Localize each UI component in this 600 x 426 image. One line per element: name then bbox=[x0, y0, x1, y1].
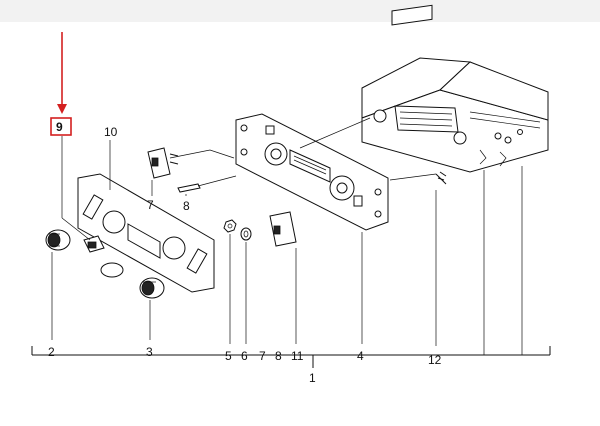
callout-8-upper: 8 bbox=[183, 199, 190, 213]
left-knob-part bbox=[45, 229, 71, 251]
callout-6: 6 bbox=[241, 349, 248, 363]
callout-7-upper: 7 bbox=[147, 198, 154, 212]
rocker-switch-upper-part bbox=[147, 147, 179, 179]
oval-button-part bbox=[100, 262, 124, 278]
front-bezel-part bbox=[77, 173, 215, 293]
highlight-box bbox=[50, 117, 72, 136]
selector-switch-part bbox=[83, 235, 105, 253]
callout-1: 1 bbox=[309, 371, 316, 385]
callout-5: 5 bbox=[225, 349, 232, 363]
rocker-switch-lower-part bbox=[269, 211, 297, 247]
highlight-arrow-head bbox=[57, 104, 67, 114]
washer-part bbox=[240, 227, 252, 241]
pin-upper-part bbox=[177, 183, 201, 193]
screw-part bbox=[435, 171, 447, 185]
callout-3: 3 bbox=[146, 345, 153, 359]
control-module-part bbox=[361, 4, 549, 173]
callout-11: 9 bbox=[56, 120, 63, 134]
callout-4: 4 bbox=[357, 349, 364, 363]
right-knob-part bbox=[139, 277, 165, 299]
nut-part bbox=[223, 219, 237, 233]
callout-10: 12 bbox=[428, 353, 442, 367]
callout-12: 10 bbox=[104, 125, 118, 139]
mounting-panel-part bbox=[235, 113, 389, 231]
callout-9: 11 bbox=[291, 349, 304, 363]
callout-8-lower: 8 bbox=[275, 349, 282, 363]
callout-2: 2 bbox=[48, 345, 55, 359]
callout-7-lower: 7 bbox=[259, 349, 266, 363]
